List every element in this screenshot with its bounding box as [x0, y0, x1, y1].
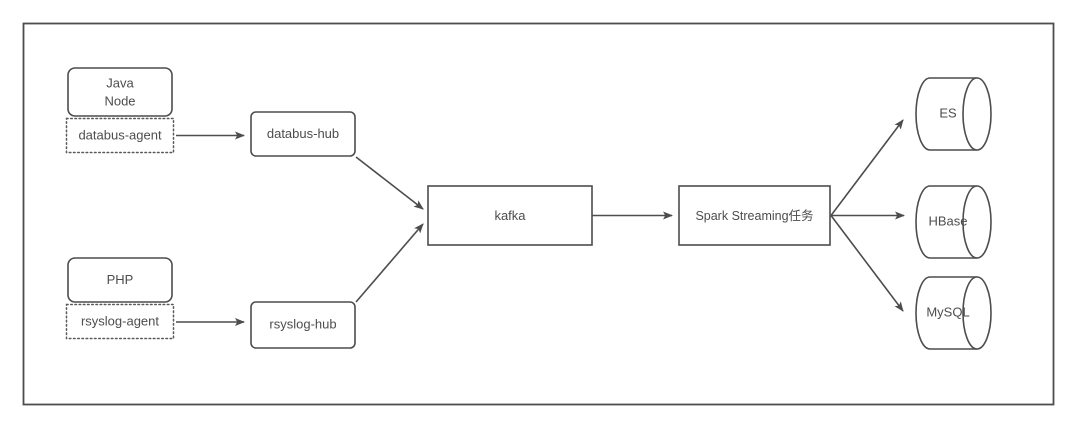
processor-group-spark: Spark Streaming任务 — [678, 185, 831, 246]
sink-cylinder-hbase-cap — [962, 185, 978, 259]
runtime-label-line2: Node — [104, 93, 135, 108]
runtime-label-line1: Java — [106, 75, 134, 90]
queue-label-kafka: kafka — [494, 208, 526, 223]
sink-label-hbase: HBase — [928, 213, 967, 228]
agent-label-databus-agent: databus-agent — [78, 127, 162, 142]
runtime-box-java-node[interactable] — [67, 67, 173, 117]
sink-group-hbase[interactable]: HBase — [915, 185, 992, 259]
agent-box-databus-agent[interactable] — [65, 117, 175, 154]
processor-label-spark-streaming: Spark Streaming任务 — [695, 208, 813, 223]
queue-box-kafka[interactable] — [427, 185, 593, 246]
edge-databus-hub-to-kafka — [355, 156, 424, 210]
agent-label-rsyslog-agent: rsyslog-agent — [81, 313, 159, 328]
edge-rsyslog-hub-to-kafka — [355, 223, 424, 303]
sink-edges — [830, 119, 905, 312]
hub-box-databus-hub[interactable] — [250, 111, 356, 157]
sink-group-es[interactable]: ES — [915, 77, 992, 151]
hub-box-rsyslog-hub[interactable] — [250, 301, 356, 349]
processor-box-spark-streaming[interactable] — [678, 185, 831, 246]
sink-cylinder-mysql-cap — [962, 276, 978, 350]
edge-spark-to-es — [830, 119, 904, 216]
queue-group-kafka: kafka — [427, 185, 673, 246]
hub-label-rsyslog-hub: rsyslog-hub — [269, 316, 336, 331]
sink-label-es: ES — [939, 105, 957, 120]
edge-spark-to-mysql — [830, 215, 904, 312]
sink-cylinder-es-cap — [962, 77, 978, 151]
source-group-php: PHP rsyslog-agent rsyslog-hub — [65, 223, 424, 349]
source-group-java-node: Java Node databus-agent databus-hub — [65, 67, 424, 210]
sink-label-mysql: MySQL — [926, 304, 969, 319]
runtime-label-php: PHP — [107, 272, 134, 287]
runtime-box-php[interactable] — [67, 257, 173, 303]
sink-group-mysql[interactable]: MySQL — [915, 276, 992, 350]
agent-box-rsyslog-agent[interactable] — [65, 303, 175, 340]
hub-label-databus-hub: databus-hub — [267, 126, 339, 141]
